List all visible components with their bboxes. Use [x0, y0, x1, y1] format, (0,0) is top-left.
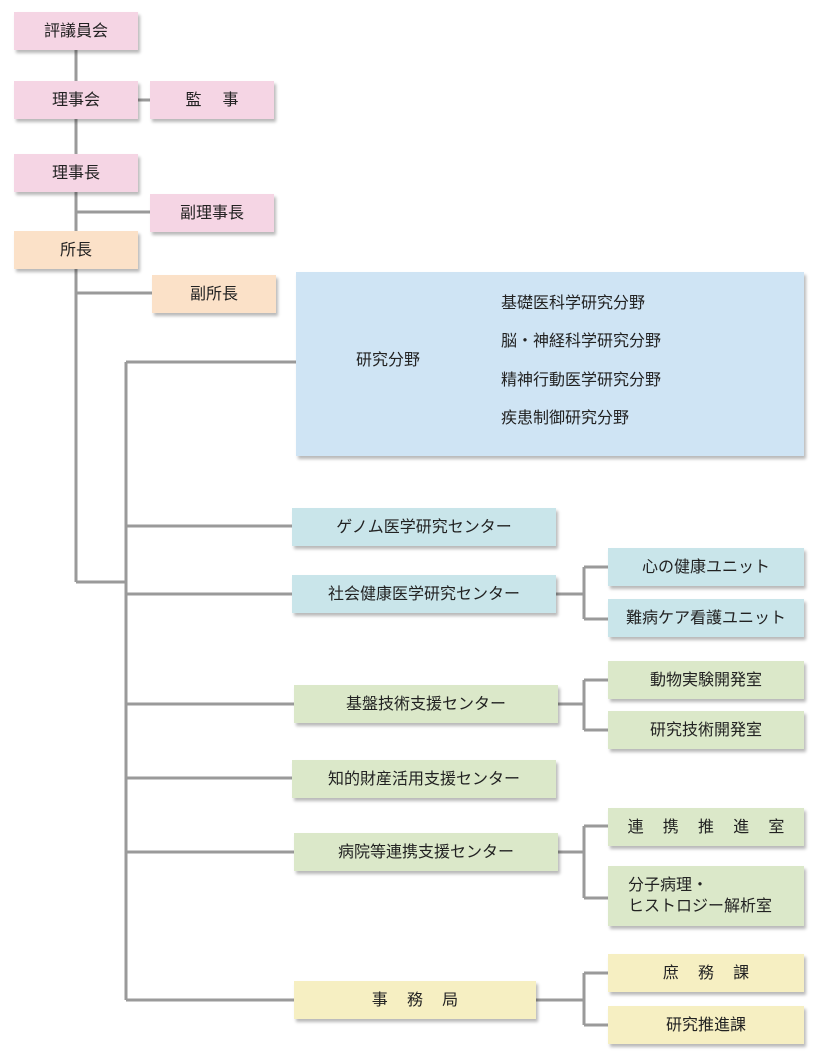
- vice-director-label: 副所長: [189, 283, 238, 303]
- vice-chairman-label: 副理事長: [179, 202, 244, 222]
- genome-center-box: ゲノム医学研究センター: [292, 508, 556, 546]
- social-center-box: 社会健康医学研究センター: [292, 575, 556, 613]
- platform-unit-2-box: 研究技術開発室: [608, 711, 804, 749]
- social-unit-1-box: 心の健康ユニット: [608, 548, 804, 586]
- board-box: 理事会: [14, 81, 138, 119]
- platform-units-link: [558, 678, 608, 732]
- auditor-label: 監 事: [185, 89, 247, 109]
- director-box: 所長: [14, 231, 138, 269]
- platform-unit-2-label: 研究技術開発室: [649, 719, 762, 739]
- genome-center-label: ゲノム医学研究センター: [336, 516, 512, 536]
- chairman-box: 理事長: [14, 154, 138, 192]
- research-field-4: 疾患制御研究分野: [501, 408, 630, 427]
- hospital-center-label: 病院等連携支援センター: [337, 841, 514, 861]
- ip-center-label: 知的財産活用支援センター: [327, 768, 520, 788]
- office-label: 事務局: [371, 989, 478, 1009]
- office-units-link: [536, 971, 608, 1027]
- platform-unit-1-box: 動物実験開発室: [608, 661, 804, 699]
- hospital-unit-2-label: 分子病理・ ヒストロジー解析室: [628, 875, 773, 915]
- council-label: 評議員会: [43, 20, 108, 40]
- office-box: 事務局: [294, 981, 536, 1019]
- hospital-unit-1-box: 連携推進室: [608, 808, 804, 846]
- hospital-center-box: 病院等連携支援センター: [294, 833, 558, 871]
- hospital-unit-2-box: 分子病理・ ヒストロジー解析室: [608, 866, 804, 926]
- auditor-box: 監 事: [150, 81, 274, 119]
- research-panel: 研究分野 基礎医科学研究分野 脳・神経科学研究分野 精神行動医学研究分野 疾患制…: [296, 272, 804, 456]
- social-units-link: [556, 565, 608, 621]
- chairman-label: 理事長: [51, 162, 100, 182]
- office-unit-1-label: 庶務課: [662, 962, 769, 982]
- ip-center-box: 知的財産活用支援センター: [292, 760, 556, 798]
- council-box: 評議員会: [14, 12, 138, 50]
- social-unit-2-box: 難病ケア看護ユニット: [608, 599, 804, 637]
- hospital-unit-1-label: 連携推進室: [627, 816, 804, 836]
- research-field-1: 基礎医科学研究分野: [501, 293, 646, 312]
- platform-unit-1-label: 動物実験開発室: [649, 669, 762, 689]
- hospital-units-link: [556, 824, 608, 900]
- platform-center-label: 基盤技術支援センター: [345, 693, 506, 713]
- research-field-3: 精神行動医学研究分野: [501, 370, 662, 389]
- office-unit-1-box: 庶務課: [608, 954, 804, 992]
- vice-chairman-box: 副理事長: [150, 194, 274, 232]
- director-label: 所長: [59, 239, 92, 259]
- office-unit-2-label: 研究推進課: [665, 1014, 746, 1034]
- social-unit-2-label: 難病ケア看護ユニット: [625, 607, 786, 627]
- board-label: 理事会: [51, 89, 100, 109]
- social-center-label: 社会健康医学研究センター: [327, 583, 520, 603]
- research-field-2: 脳・神経科学研究分野: [501, 331, 662, 350]
- office-unit-2-box: 研究推進課: [608, 1006, 804, 1044]
- social-unit-1-label: 心の健康ユニット: [641, 556, 770, 576]
- platform-center-box: 基盤技術支援センター: [294, 685, 558, 723]
- vice-director-box: 副所長: [152, 275, 276, 313]
- research-title: 研究分野: [356, 350, 421, 369]
